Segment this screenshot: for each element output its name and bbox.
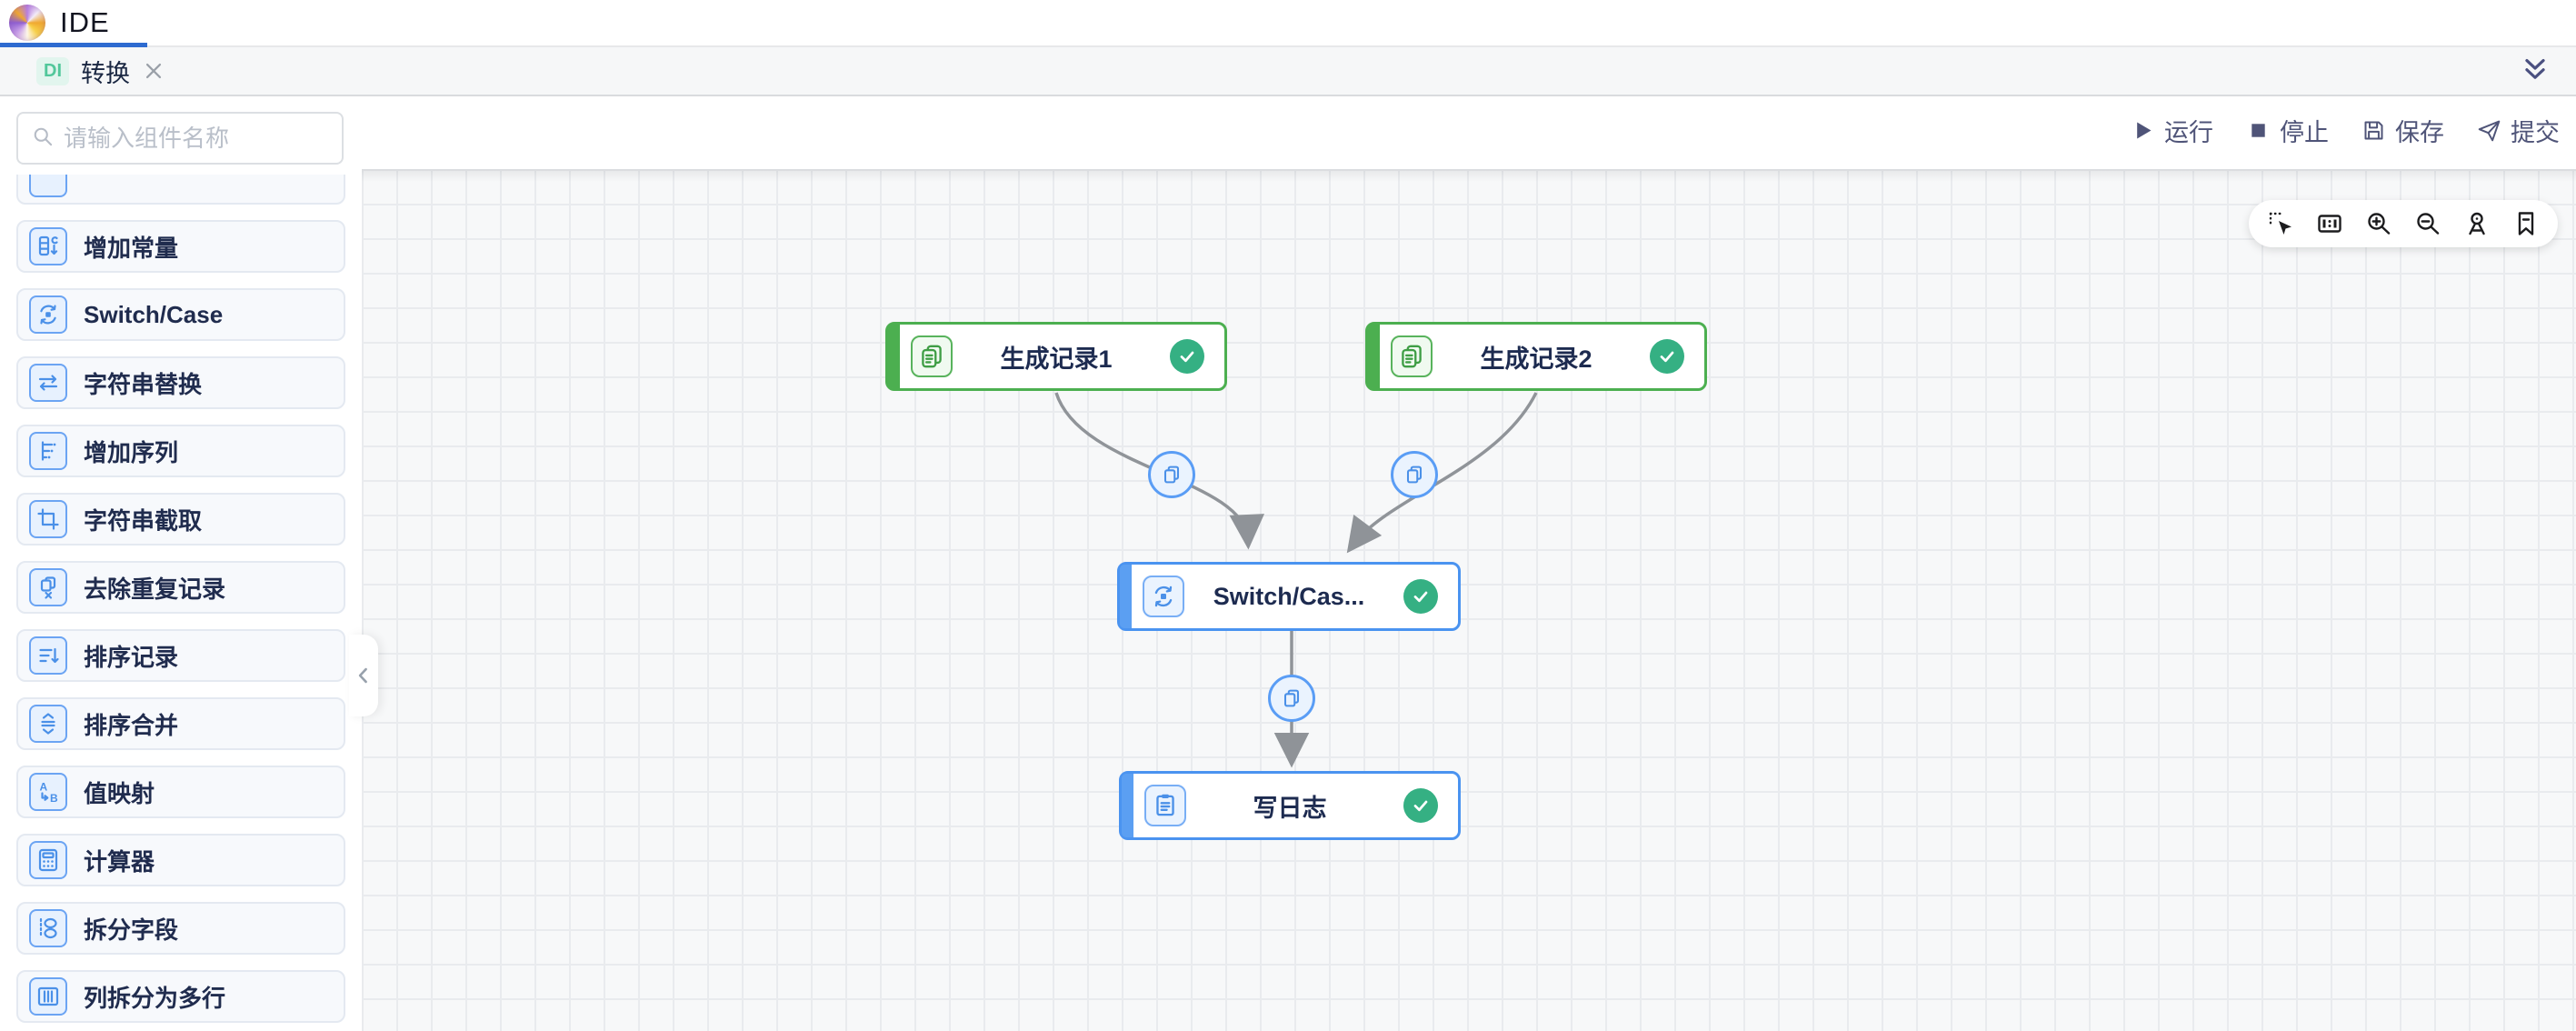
edge-node2-switch[interactable] bbox=[1346, 392, 1538, 554]
copy-icon bbox=[1159, 462, 1184, 487]
zoom-in-button[interactable] bbox=[2358, 203, 2400, 245]
app-title: IDE bbox=[60, 6, 110, 38]
sidebar-item-add-sequence[interactable]: 增加序列 bbox=[16, 425, 345, 477]
sidebar-collapse-handle[interactable] bbox=[349, 635, 378, 716]
sidebar-item-sort-records[interactable]: 排序记录 bbox=[16, 629, 345, 682]
status-success-badge bbox=[1403, 788, 1438, 823]
add-sequence-icon bbox=[29, 432, 67, 470]
locate-icon bbox=[2463, 210, 2491, 237]
sidebar-item-add-constant[interactable]: 增加常量 bbox=[16, 220, 345, 273]
switch-case-icon bbox=[29, 295, 67, 334]
marquee-select-button[interactable] bbox=[2260, 203, 2301, 245]
stop-icon bbox=[2246, 118, 2271, 143]
run-button[interactable]: 运行 bbox=[2131, 113, 2213, 148]
write-log-icon bbox=[1144, 785, 1186, 826]
sidebar-item-calculator[interactable]: 计算器 bbox=[16, 834, 345, 886]
tab-transform[interactable]: DI 转换 bbox=[15, 47, 187, 95]
minimap-icon bbox=[2316, 210, 2343, 237]
node-accent bbox=[1120, 565, 1132, 628]
switch-case-icon bbox=[1143, 576, 1184, 617]
flow-canvas[interactable]: 生成记录1 生成记录2 Switch/Cas... 写日志 bbox=[362, 169, 2576, 1031]
minimap-button[interactable] bbox=[2309, 203, 2351, 245]
zoom-out-button[interactable] bbox=[2407, 203, 2449, 245]
check-icon bbox=[1656, 345, 1678, 367]
send-icon bbox=[2477, 118, 2501, 143]
sort-records-icon bbox=[29, 636, 67, 675]
copy-icon bbox=[1402, 462, 1427, 487]
status-success-badge bbox=[1403, 579, 1438, 614]
app-header: IDE bbox=[0, 0, 2576, 47]
node-generate-records-2[interactable]: 生成记录2 bbox=[1365, 322, 1707, 391]
sidebar-item-sorted-merge[interactable]: 排序合并 bbox=[16, 697, 345, 750]
app-logo bbox=[9, 5, 45, 41]
string-replace-icon bbox=[29, 364, 67, 402]
tab-bar: DI 转换 bbox=[0, 47, 2576, 96]
search-icon bbox=[31, 125, 55, 153]
status-success-badge bbox=[1170, 339, 1204, 374]
sidebar-item-partial[interactable] bbox=[16, 175, 345, 205]
submit-button[interactable]: 提交 bbox=[2477, 113, 2560, 148]
locate-button[interactable] bbox=[2456, 203, 2498, 245]
edge-copy-badge[interactable] bbox=[1268, 675, 1315, 722]
node-accent bbox=[1368, 325, 1380, 388]
close-icon[interactable] bbox=[142, 59, 165, 83]
sidebar-item-string-substring[interactable]: 字符串截取 bbox=[16, 493, 345, 546]
node-switch-case[interactable]: Switch/Cas... bbox=[1117, 562, 1461, 631]
calculator-icon bbox=[29, 841, 67, 879]
copy-icon bbox=[1279, 686, 1304, 711]
svg-text:B: B bbox=[50, 792, 58, 805]
column-to-rows-icon bbox=[29, 977, 67, 1016]
node-accent bbox=[888, 325, 900, 388]
marquee-select-icon bbox=[2267, 210, 2294, 237]
edge-copy-badge[interactable] bbox=[1148, 451, 1195, 498]
generate-records-icon bbox=[911, 335, 953, 377]
edge-copy-badge[interactable] bbox=[1391, 451, 1438, 498]
node-write-log[interactable]: 写日志 bbox=[1119, 771, 1461, 840]
sidebar-item-column-to-rows[interactable]: 列拆分为多行 bbox=[16, 970, 345, 1023]
add-constant-icon bbox=[29, 227, 67, 265]
play-icon bbox=[2131, 118, 2155, 143]
run-toolbar: 运行 停止 保存 提交 bbox=[2131, 113, 2560, 148]
double-chevron-down-icon[interactable] bbox=[2520, 56, 2551, 87]
sidebar-item-switch-case[interactable]: Switch/Case bbox=[16, 288, 345, 341]
sidebar-item-string-replace[interactable]: 字符串替换 bbox=[16, 356, 345, 409]
bookmark-icon bbox=[2512, 210, 2540, 237]
svg-text:A: A bbox=[40, 781, 48, 794]
bookmark-button[interactable] bbox=[2505, 203, 2547, 245]
di-badge: DI bbox=[36, 56, 69, 85]
chevron-left-icon bbox=[352, 664, 375, 687]
sorted-merge-icon bbox=[29, 705, 67, 743]
node-accent bbox=[1122, 774, 1133, 837]
save-button[interactable]: 保存 bbox=[2361, 113, 2444, 148]
edge-layer bbox=[1054, 392, 1538, 768]
zoom-in-icon bbox=[2365, 210, 2392, 237]
header-accent-bar bbox=[0, 43, 147, 47]
split-fields-icon bbox=[29, 909, 67, 947]
zoom-out-icon bbox=[2414, 210, 2441, 237]
component-sidebar: 增加常量 Switch/Case 字符串替换 增加序列 字符串截取 去除重复记录… bbox=[0, 96, 362, 1031]
string-substring-icon bbox=[29, 500, 67, 538]
canvas-toolbar bbox=[2249, 200, 2558, 247]
sidebar-item-split-fields[interactable]: 拆分字段 bbox=[16, 902, 345, 955]
check-icon bbox=[1176, 345, 1198, 367]
save-icon bbox=[2361, 118, 2386, 143]
check-icon bbox=[1410, 795, 1432, 816]
status-success-badge bbox=[1650, 339, 1684, 374]
search-input[interactable] bbox=[64, 124, 329, 153]
component-icon bbox=[29, 175, 67, 197]
component-search[interactable] bbox=[16, 112, 344, 165]
dedupe-records-icon bbox=[29, 568, 67, 606]
check-icon bbox=[1410, 586, 1432, 607]
component-list: 增加常量 Switch/Case 字符串替换 增加序列 字符串截取 去除重复记录… bbox=[16, 175, 345, 1031]
stop-button[interactable]: 停止 bbox=[2246, 113, 2329, 148]
generate-records-icon bbox=[1391, 335, 1433, 377]
sidebar-item-dedupe-records[interactable]: 去除重复记录 bbox=[16, 561, 345, 614]
node-generate-records-1[interactable]: 生成记录1 bbox=[885, 322, 1227, 391]
tab-label: 转换 bbox=[81, 59, 130, 87]
